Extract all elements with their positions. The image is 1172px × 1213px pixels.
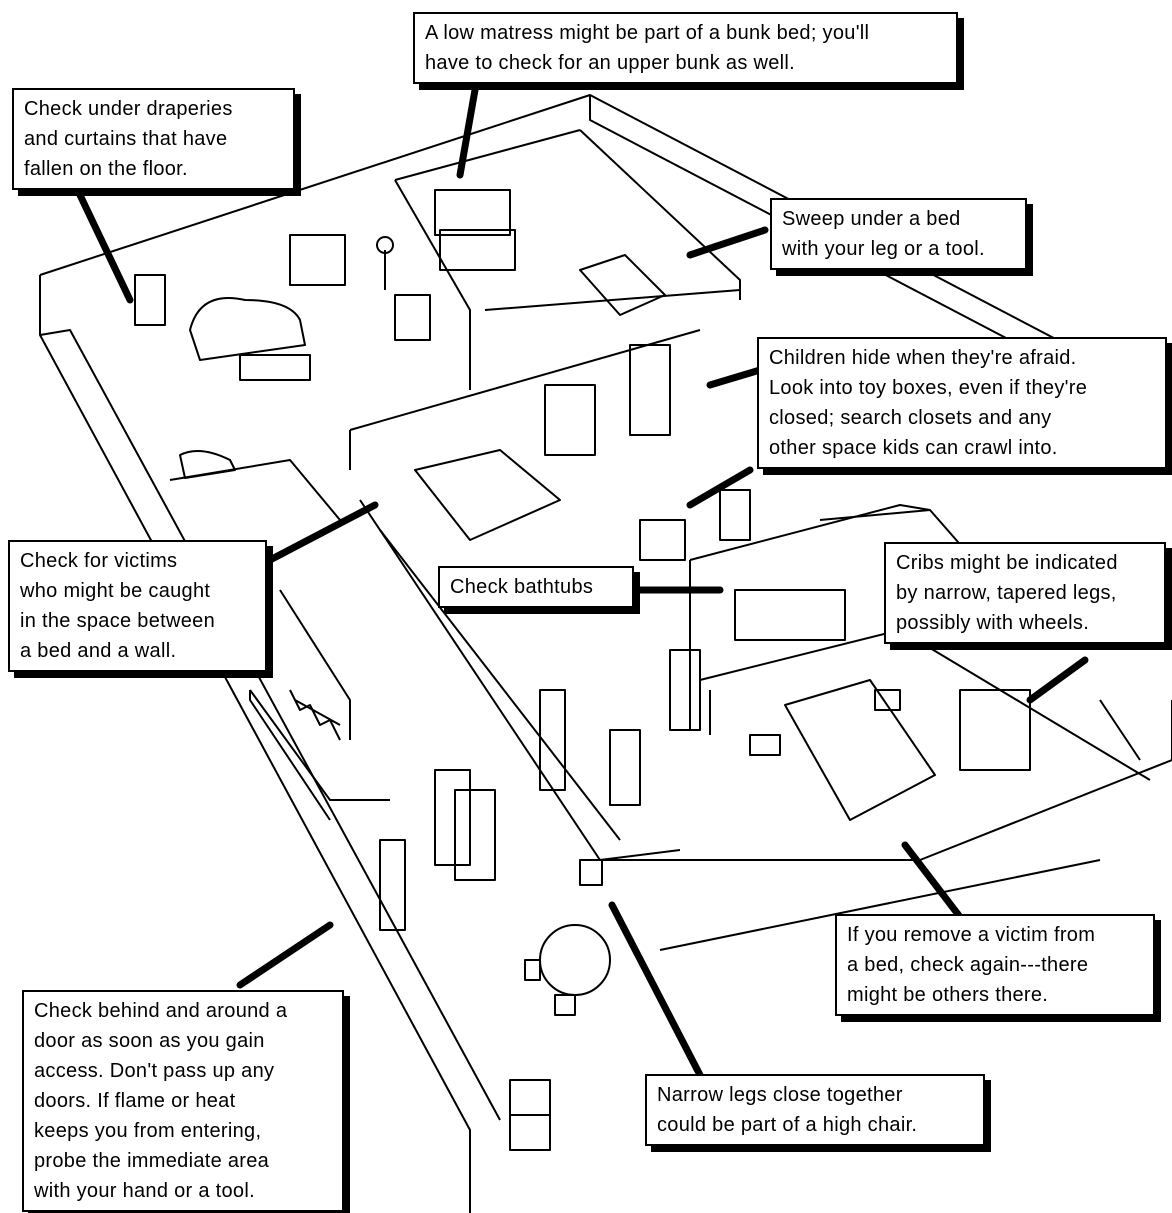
callout-line: access. Don't pass up any [34, 1060, 275, 1082]
callout-line: in the space between [20, 610, 216, 632]
dining-table [524, 859, 611, 1016]
callout-line: Children hide when they're afraid. [769, 347, 1077, 369]
callout-line: with your leg or a tool. [782, 238, 985, 260]
callout-line: A low matress might be part of a bunk be… [425, 22, 870, 44]
callout-line: keeps you from entering, [34, 1120, 262, 1142]
callout-line: closed; search closets and any [769, 407, 1052, 429]
callout-sweep-under-bed: Sweep under a bed with your leg or a too… [770, 198, 1027, 270]
callout-line: a bed, check again---there [847, 954, 1089, 976]
callout-line: possibly with wheels. [896, 612, 1090, 634]
callout-cribs: Cribs might be indicated by narrow, tape… [884, 542, 1166, 644]
callout-line: Cribs might be indicated [896, 552, 1118, 574]
window [509, 1079, 551, 1151]
exterior-walls [39, 94, 1172, 1213]
callout-line: and curtains that have [24, 128, 228, 150]
callout-line: probe the immediate area [34, 1150, 270, 1172]
callout-children-hide: Children hide when they're afraid. Look … [757, 337, 1167, 469]
callout-line: Check behind and around a [34, 1000, 288, 1022]
stairs [279, 589, 351, 741]
callout-line: by narrow, tapered legs, [896, 582, 1117, 604]
callout-line: Look into toy boxes, even if they're [769, 377, 1088, 399]
living-room-furniture [134, 234, 431, 479]
callout-line: other space kids can crawl into. [769, 437, 1058, 459]
callout-draperies: Check under draperies and curtains that … [12, 88, 295, 190]
bunk-bedroom-furniture [434, 189, 666, 316]
callout-line: who might be caught [20, 580, 211, 602]
callout-bunk-bed: A low matress might be part of a bunk be… [413, 12, 958, 84]
callout-line: Sweep under a bed [782, 208, 961, 230]
callout-line: with your hand or a tool. [34, 1180, 255, 1202]
callout-line: door as soon as you gain [34, 1030, 265, 1052]
master-bedroom-furniture [734, 589, 1031, 821]
callout-bed-wall-gap: Check for victims who might be caught in… [8, 540, 267, 672]
callout-remove-victim: If you remove a victim from a bed, check… [835, 914, 1155, 1016]
callout-line: a bed and a wall. [20, 640, 177, 662]
callout-bathtubs: Check bathtubs [438, 566, 634, 608]
callout-line: Check bathtubs [450, 576, 594, 598]
callout-check-door: Check behind and around a door as soon a… [22, 990, 344, 1212]
kids-room-furniture [414, 384, 751, 561]
callout-high-chair: Narrow legs close together could be part… [645, 1074, 985, 1146]
callout-line: Narrow legs close together [657, 1084, 903, 1106]
callout-line: Check for victims [20, 550, 178, 572]
callout-line: have to check for an upper bunk as well. [425, 52, 795, 74]
callout-line: could be part of a high chair. [657, 1114, 918, 1136]
callout-line: Check under draperies [24, 98, 233, 120]
callout-line: might be others there. [847, 984, 1049, 1006]
doors [379, 344, 701, 931]
callout-line: fallen on the floor. [24, 158, 188, 180]
callout-line: If you remove a victim from [847, 924, 1096, 946]
callout-line: doors. If flame or heat [34, 1090, 236, 1112]
